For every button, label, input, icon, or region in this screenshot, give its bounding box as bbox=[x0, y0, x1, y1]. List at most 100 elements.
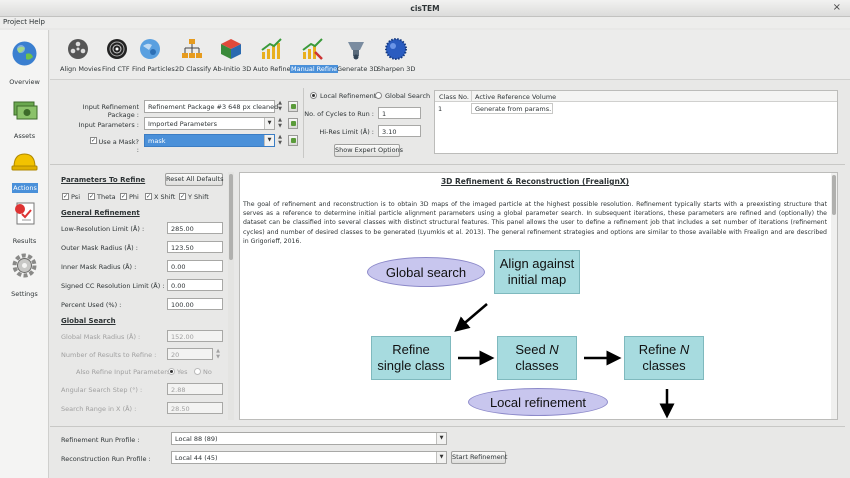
refine-profile-value: Local 88 (89) bbox=[175, 435, 218, 443]
package-go-button[interactable] bbox=[288, 101, 298, 112]
also-refine-no-label: No bbox=[203, 368, 212, 376]
theta-checkbox[interactable]: ✓ bbox=[88, 193, 95, 200]
menu-bar: Project Help bbox=[0, 17, 850, 28]
package-spinner[interactable]: ▲▼ bbox=[278, 100, 282, 112]
cycles-label: No. of Cycles to Run : bbox=[304, 110, 374, 118]
use-mask-checkbox[interactable]: ✓ bbox=[90, 137, 97, 144]
search-range-x-input[interactable]: 28.50 bbox=[167, 402, 223, 414]
nav-results-label: Results bbox=[12, 237, 37, 245]
scrollbar-thumb[interactable] bbox=[229, 174, 233, 260]
package-combo[interactable]: Refinement Package #3 648 px cleaned bbox=[144, 100, 278, 113]
mask-spinner[interactable]: ▲▼ bbox=[278, 134, 282, 146]
refine-profile-combo[interactable]: Local 88 (89) ▼ bbox=[171, 432, 447, 445]
nav-actions-label: Actions bbox=[12, 183, 38, 193]
num-results-input[interactable]: 20 bbox=[167, 348, 213, 360]
tool-find-particles[interactable]: Find Particles bbox=[131, 38, 175, 78]
nav-results[interactable]: Results bbox=[0, 200, 49, 250]
tool-ab-initio[interactable]: Ab-Initio 3D bbox=[212, 38, 251, 78]
xshift-checkbox[interactable]: ✓ bbox=[145, 193, 152, 200]
mask-value: mask bbox=[148, 137, 166, 145]
tool-auto-refine[interactable]: Auto Refine bbox=[252, 38, 291, 78]
also-refine-no-radio[interactable] bbox=[194, 368, 201, 375]
phi-checkbox[interactable]: ✓ bbox=[120, 193, 127, 200]
chevron-down-icon: ▼ bbox=[436, 452, 446, 463]
signed-cc-input[interactable]: 0.00 bbox=[167, 279, 223, 291]
mask-label: Use a Mask? : bbox=[98, 138, 139, 154]
params-combo[interactable]: Imported Parameters ▼ bbox=[144, 117, 275, 130]
close-icon[interactable]: × bbox=[832, 2, 841, 13]
mask-combo[interactable]: mask ▼ bbox=[144, 134, 275, 147]
row-class-no[interactable]: 1 bbox=[438, 105, 443, 113]
reset-defaults-button[interactable]: Reset All Defaults bbox=[165, 173, 223, 186]
tool-find-ctf[interactable]: Find CTF bbox=[101, 38, 133, 78]
mask-go-button[interactable] bbox=[288, 135, 298, 146]
low-res-input[interactable]: 285.00 bbox=[167, 222, 223, 234]
angular-step-input[interactable]: 2.88 bbox=[167, 383, 223, 395]
params-scrollbar[interactable] bbox=[228, 172, 234, 420]
params-value: Imported Parameters bbox=[148, 120, 217, 128]
global-search-radio[interactable] bbox=[375, 92, 382, 99]
params-go-button[interactable] bbox=[288, 118, 298, 129]
percent-used-input[interactable]: 100.00 bbox=[167, 298, 223, 310]
recon-profile-combo[interactable]: Local 44 (45)▼ bbox=[171, 451, 447, 464]
diagram-arrows bbox=[454, 303, 675, 419]
divider bbox=[303, 88, 304, 158]
chart-up-icon bbox=[261, 38, 282, 59]
nav-overview[interactable]: Overview bbox=[0, 40, 49, 90]
tool-generate-3d-label: Generate 3D bbox=[337, 65, 379, 73]
cycles-input[interactable]: 1 bbox=[378, 107, 421, 119]
params-spinner[interactable]: ▲▼ bbox=[278, 117, 282, 129]
global-mask-input[interactable]: 152.00 bbox=[167, 330, 223, 342]
nav-settings-label: Settings bbox=[11, 290, 38, 298]
signed-cc-label: Signed CC Resolution Limit (Å) : bbox=[61, 282, 165, 290]
row-reference-volume[interactable]: Generate from params. bbox=[475, 105, 552, 113]
table-row[interactable] bbox=[471, 103, 553, 114]
inner-mask-label: Inner Mask Radius (Å) : bbox=[61, 263, 137, 271]
scrollbar-thumb[interactable] bbox=[832, 175, 836, 215]
diagram-global-search: Global search bbox=[367, 257, 485, 287]
low-res-label: Low-Resolution Limit (Å) : bbox=[61, 225, 145, 233]
general-refinement-title: General Refinement bbox=[61, 209, 140, 217]
left-nav: Overview Assets Actions Results Sett bbox=[0, 30, 49, 478]
angular-step-label: Angular Search Step (°) : bbox=[61, 386, 143, 394]
diagram-align-against-text: Align against initial map bbox=[499, 256, 575, 287]
start-refinement-button[interactable]: Start Refinement bbox=[451, 451, 507, 464]
menu-project[interactable]: Project bbox=[3, 18, 27, 26]
action-toolbar: Align Movies Find CTF Find Particles 2D … bbox=[50, 30, 850, 80]
expert-options-button[interactable]: Show Expert Options bbox=[334, 144, 403, 157]
title-bar: cisTEM × bbox=[0, 0, 850, 17]
chevron-down-icon: ▼ bbox=[264, 135, 274, 146]
hires-input[interactable]: 3.10 bbox=[378, 125, 421, 137]
arrow-align-to-refine bbox=[454, 303, 488, 332]
particles-globe-icon bbox=[140, 39, 160, 59]
col-active-reference: Active Reference Volume bbox=[475, 93, 557, 101]
chevron-down-icon: ▼ bbox=[436, 433, 446, 444]
nav-settings[interactable]: Settings bbox=[0, 252, 49, 302]
divider bbox=[471, 91, 472, 102]
yshift-checkbox[interactable]: ✓ bbox=[179, 193, 186, 200]
num-results-spinner[interactable]: ▲▼ bbox=[216, 348, 220, 360]
tool-find-particles-label: Find Particles bbox=[132, 65, 175, 73]
nav-actions[interactable]: Actions bbox=[0, 148, 49, 198]
tool-align-movies[interactable]: Align Movies bbox=[58, 38, 101, 78]
recon-profile-label: Reconstruction Run Profile : bbox=[61, 455, 151, 463]
tool-manual-refine[interactable]: Manual Refine bbox=[290, 38, 339, 78]
psi-checkbox[interactable]: ✓ bbox=[62, 193, 69, 200]
psi-label: Psi bbox=[71, 193, 80, 201]
menu-help[interactable]: Help bbox=[29, 18, 45, 26]
tool-sharpen-3d[interactable]: Sharpen 3D bbox=[376, 38, 416, 78]
info-scrollbar[interactable] bbox=[831, 173, 837, 419]
sharpen-3d-icon bbox=[385, 38, 407, 60]
nav-assets[interactable]: Assets bbox=[0, 96, 49, 146]
window-title: cisTEM bbox=[410, 4, 440, 13]
chevron-down-icon: ▼ bbox=[264, 118, 274, 129]
also-refine-label: Also Refine Input Parameters? bbox=[76, 368, 174, 376]
local-refinement-radio[interactable] bbox=[310, 92, 317, 99]
tool-generate-3d[interactable]: Generate 3D bbox=[336, 38, 379, 78]
nav-assets-label: Assets bbox=[13, 132, 36, 140]
tool-2d-classify[interactable]: 2D Classify bbox=[174, 38, 211, 78]
outer-mask-input[interactable]: 123.50 bbox=[167, 241, 223, 253]
inner-mask-input[interactable]: 0.00 bbox=[167, 260, 223, 272]
also-refine-yes-radio[interactable] bbox=[168, 368, 175, 375]
hires-label: Hi-Res Limit (Å) : bbox=[319, 128, 374, 136]
